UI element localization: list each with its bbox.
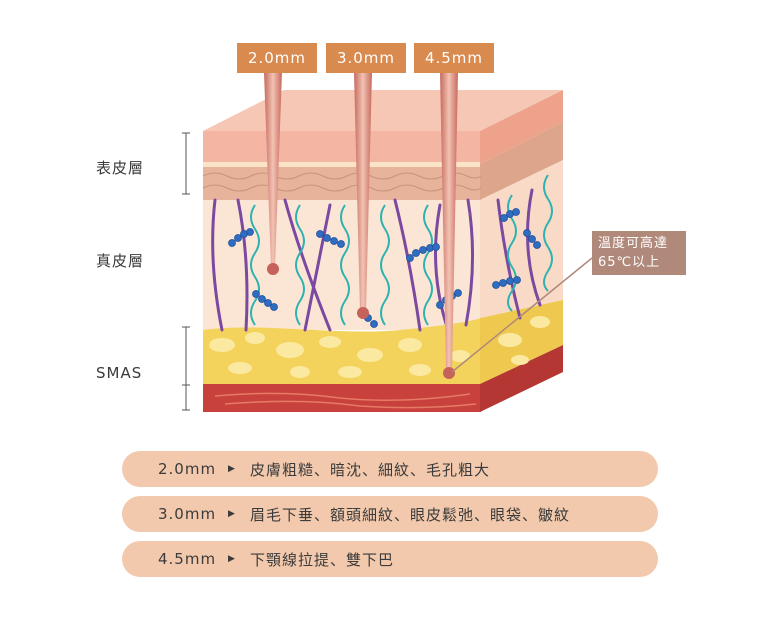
effect-row-4-5mm: 4.5mm ▶ 下顎線拉提、雙下巴 bbox=[122, 541, 658, 577]
epidermis-layer bbox=[203, 131, 481, 164]
skin-top-surface bbox=[203, 90, 563, 131]
side-muscle bbox=[480, 345, 563, 412]
needle-4-5mm bbox=[440, 72, 458, 379]
side-dermis bbox=[480, 160, 563, 318]
effect-row-2mm: 2.0mm ▶ 皮膚粗糙、暗沈、細紋、毛孔粗大 bbox=[122, 451, 658, 487]
triangle-right-icon: ▶ bbox=[228, 464, 236, 474]
depth-tag-3mm: 3.0mm bbox=[326, 43, 406, 73]
muscle-fibers bbox=[214, 392, 477, 409]
temperature-note-line-1: 溫度可高達 bbox=[598, 236, 669, 251]
basal-layer bbox=[203, 167, 481, 200]
depth-tag-4-5mm: 4.5mm bbox=[414, 43, 494, 73]
effect-depth: 3.0mm bbox=[158, 505, 217, 523]
layer-brackets bbox=[182, 132, 190, 411]
effect-depth: 4.5mm bbox=[158, 550, 217, 568]
cell-chains bbox=[228, 208, 541, 328]
dermis-label: 真皮層 bbox=[96, 252, 145, 270]
triangle-right-icon: ▶ bbox=[228, 509, 236, 519]
needle-3mm bbox=[354, 72, 372, 319]
effect-row-3mm: 3.0mm ▶ 眉毛下垂、額頭細紋、眼皮鬆弛、眼袋、皺紋 bbox=[122, 496, 658, 532]
effect-description: 皮膚粗糙、暗沈、細紋、毛孔粗大 bbox=[250, 460, 491, 479]
side-epidermis bbox=[480, 90, 563, 164]
needle-2mm bbox=[264, 72, 282, 275]
epidermis-label: 表皮層 bbox=[96, 159, 145, 177]
temperature-note: 溫度可高達 65℃以上 bbox=[592, 231, 686, 275]
epidermis-line bbox=[203, 162, 481, 167]
smas-label: SMAS bbox=[96, 364, 143, 382]
depth-tag-2mm: 2.0mm bbox=[237, 43, 317, 73]
temperature-note-line-2: 65℃以上 bbox=[598, 255, 661, 270]
triangle-right-icon: ▶ bbox=[228, 554, 236, 564]
fat-cells bbox=[209, 316, 550, 378]
effect-description: 下顎線拉提、雙下巴 bbox=[250, 550, 395, 569]
effect-description: 眉毛下垂、額頭細紋、眼皮鬆弛、眼袋、皺紋 bbox=[250, 505, 571, 524]
collagen-fibers bbox=[211, 188, 542, 332]
side-basal bbox=[480, 122, 563, 200]
temperature-callout-line bbox=[451, 257, 593, 373]
effect-depth: 2.0mm bbox=[158, 460, 217, 478]
